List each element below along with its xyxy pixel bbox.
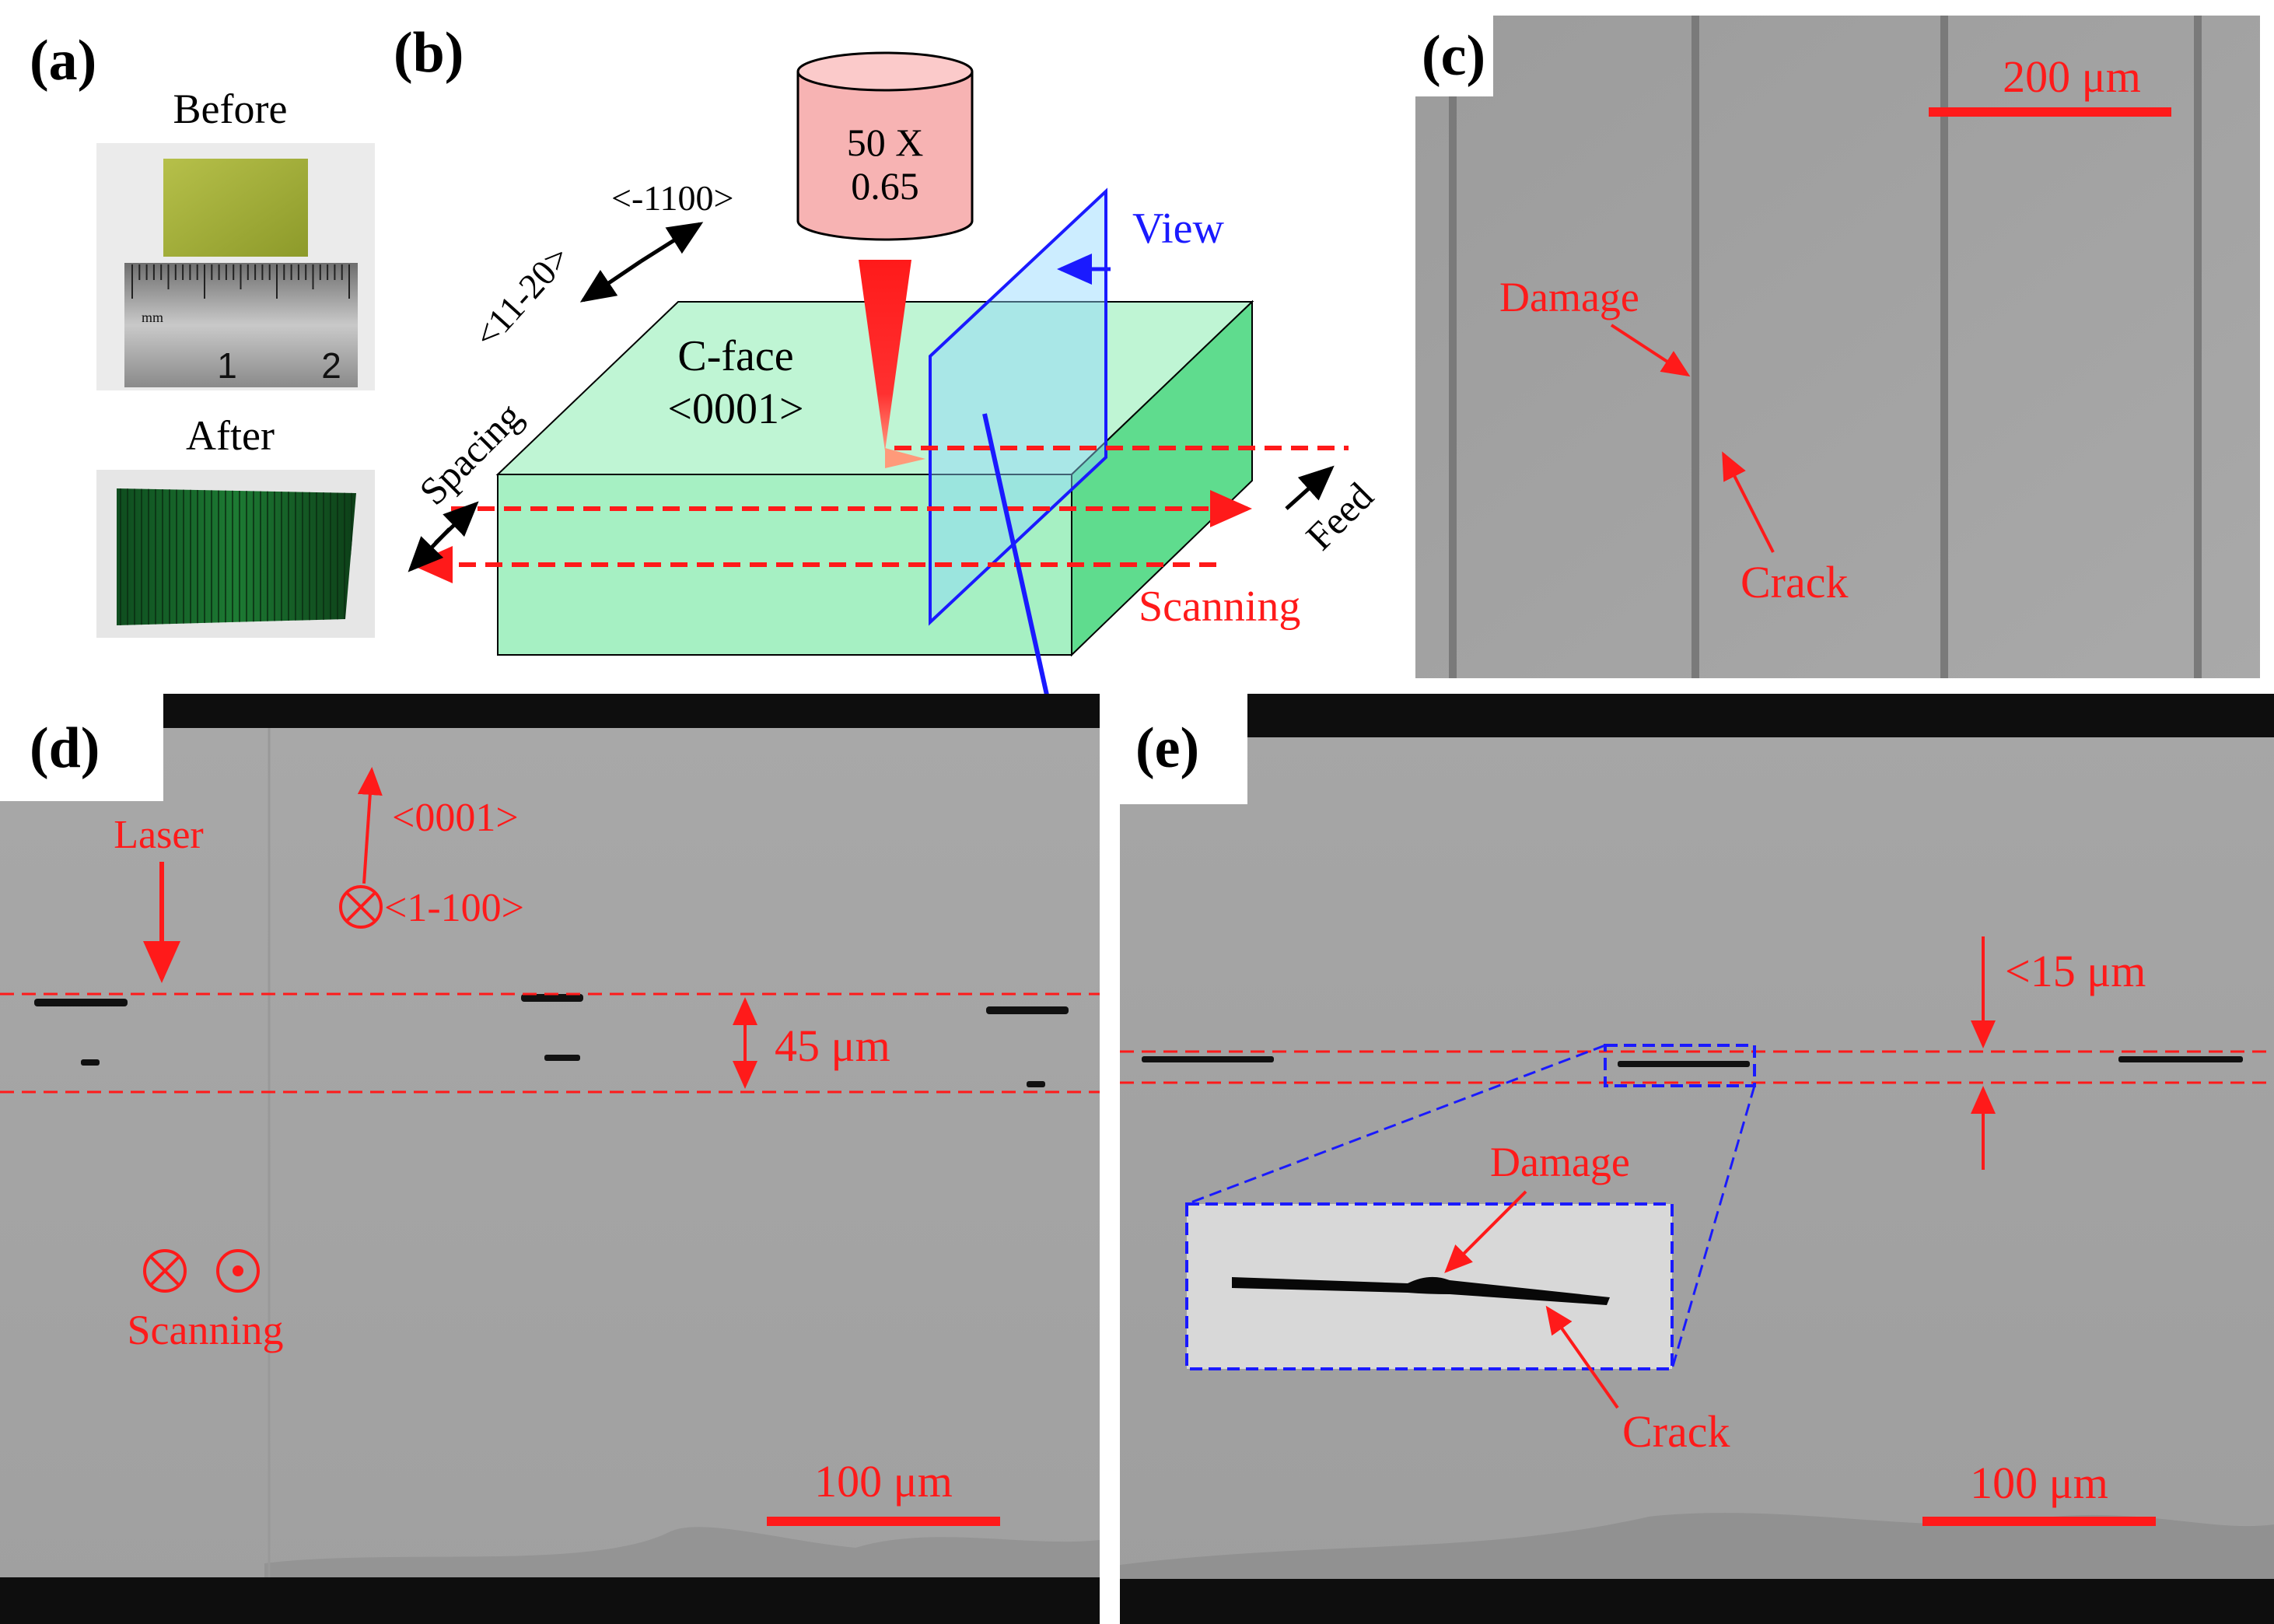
panel-b-label: (b) (394, 21, 464, 85)
panel-b: (b) 50 X 0.65 <11-20> (394, 21, 1382, 798)
dir-arrow-b (639, 222, 704, 264)
crack-label-c: Crack (1740, 557, 1849, 607)
view-plane (929, 187, 1107, 626)
depth-label-d: 45 μm (775, 1020, 890, 1071)
before-label: Before (173, 86, 288, 132)
crack-mark (521, 994, 583, 1002)
objective-lens: 50 X 0.65 (796, 51, 974, 241)
inset-crack (1232, 1276, 1610, 1305)
ruler-unit: mm (142, 310, 163, 325)
panel-a-label: (a) (30, 29, 96, 93)
panel-d-label: (d) (30, 716, 100, 780)
crack-mark (544, 1055, 580, 1061)
dir-label-0001: <0001> (392, 796, 519, 840)
crack-arrow-c (1722, 451, 1775, 553)
face-index: <0001> (667, 385, 803, 433)
crack-mark (34, 999, 128, 1006)
cross-icon (143, 1249, 187, 1293)
dot-icon (216, 1249, 260, 1293)
feed-arrow (1285, 465, 1335, 510)
face-name: C-face (677, 332, 793, 380)
panel-e: (e) <15 μm Damage Crack 100 μm (1120, 694, 2274, 1624)
scale-bar-c-label: 200 μm (2003, 51, 2141, 102)
cracks-e (1142, 1056, 2243, 1067)
scale-bar-c (1929, 107, 2171, 117)
scale-bar-d-label: 100 μm (814, 1456, 953, 1507)
dir-arrow-a (579, 259, 642, 303)
crack-mark (1142, 1056, 1274, 1062)
view-label: View (1132, 205, 1224, 253)
crack-mark (1027, 1081, 1045, 1087)
scan-tracks (1449, 16, 2202, 678)
ruler-number-2: 2 (321, 345, 341, 386)
cracks-d (34, 994, 1069, 1087)
ruler-number-1: 1 (217, 345, 237, 386)
sem-d (0, 694, 1100, 1624)
crack-mark (81, 1059, 100, 1066)
laser-label: Laser (114, 813, 203, 857)
after-label: After (186, 412, 275, 459)
sem-e (1120, 694, 2274, 1624)
panel-e-label: (e) (1135, 716, 1199, 780)
after-photo (96, 470, 375, 638)
panel-c-label: (c) (1422, 24, 1485, 88)
damage-arrow-e (1444, 1190, 1527, 1273)
ruler-ticks (131, 264, 350, 299)
damage-label-c: Damage (1499, 274, 1639, 320)
panel-c: (c) 200 μm Damage Crack (1415, 16, 2260, 678)
into-page-icon (339, 885, 383, 929)
crack-mark (986, 1006, 1069, 1014)
objective-mag: 50 X (847, 121, 924, 164)
crack-mark (1618, 1061, 1750, 1067)
scale-bar-e (1922, 1517, 2156, 1526)
depth-label-e: <15 μm (2005, 946, 2146, 996)
dir-label-1120: <11-20> (467, 238, 578, 355)
zoom-source-box (1604, 1044, 1756, 1087)
panel-a: (a) Before mm 1 2 After (30, 29, 375, 638)
crack-mark (2118, 1056, 2243, 1062)
objective-na: 0.65 (851, 164, 919, 208)
damage-arrow-c (1610, 324, 1691, 377)
dir-label-1100: <-1100> (611, 178, 734, 218)
spacing-arrow-b (434, 501, 479, 544)
crack-label-e: Crack (1622, 1406, 1730, 1457)
scanning-label: Scanning (1139, 583, 1300, 631)
panel-d: (d) Laser <0001> <1-100> 45 μm Scanning (0, 694, 1100, 1624)
damage-label-e: Damage (1490, 1139, 1630, 1185)
crack-arrow-e (1545, 1305, 1619, 1409)
scanning-label-d: Scanning (128, 1307, 284, 1353)
dir-label-1-100: <1-100> (384, 886, 524, 930)
micrograph-c (1415, 16, 2260, 678)
before-photo: mm 1 2 (96, 143, 375, 390)
scale-bar-d (767, 1517, 1000, 1526)
laser-focus (885, 448, 925, 468)
scale-bar-e-label: 100 μm (1970, 1458, 2108, 1508)
laser-beam (859, 260, 911, 451)
orientation-arrow (357, 767, 383, 884)
